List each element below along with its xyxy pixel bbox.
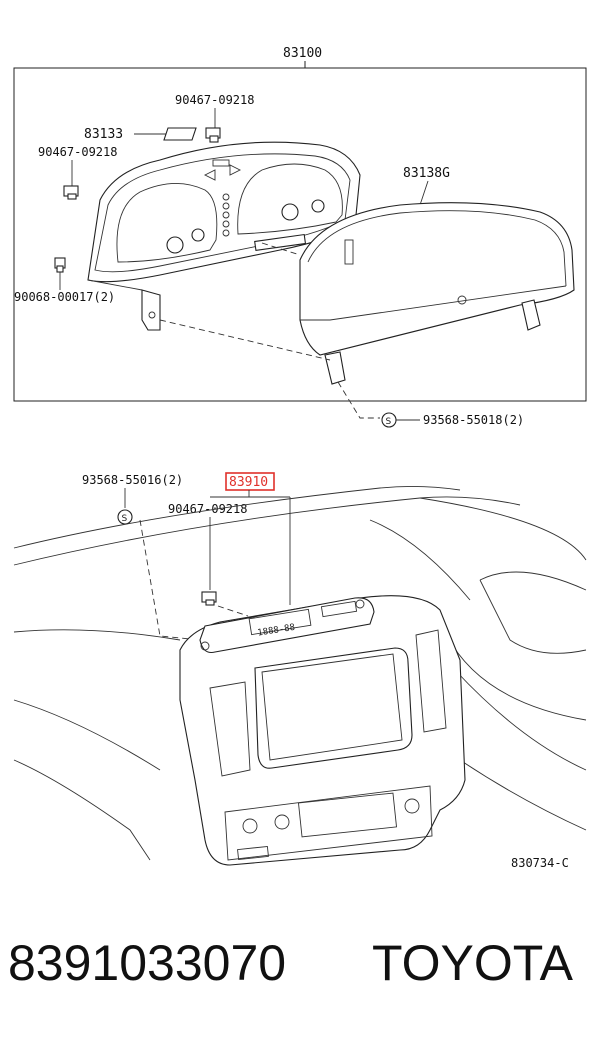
- clock-installation: 93568-55016(2) S 83910 90467-09218: [13, 472, 587, 870]
- center-display: [254, 647, 413, 769]
- assembly-label: 83100: [283, 46, 322, 61]
- clip-left-icon: [63, 185, 79, 200]
- meter-housing: [87, 141, 361, 331]
- brand-caption: TOYOTA: [372, 935, 573, 991]
- clip-icon: [205, 127, 221, 143]
- figure-id: 830734-C: [511, 856, 569, 870]
- lens-tab-bottom: [324, 351, 346, 385]
- center-console: 1888-88: [179, 595, 466, 866]
- part-number-caption: 8391033070: [8, 935, 287, 991]
- label-bolt-left: 90467-09218: [38, 145, 117, 159]
- vent-left: [209, 681, 251, 777]
- clip-bottom-icon: [201, 591, 217, 606]
- label-plate: 83133: [84, 127, 123, 142]
- speedometer-dial: [116, 183, 218, 263]
- label-clock-part: 83910: [229, 475, 268, 490]
- label-lens: 83138G: [403, 166, 450, 181]
- label-clip: 90467-09218: [168, 502, 247, 516]
- label-bolt-upper: 90467-09218: [175, 93, 254, 107]
- tachometer-dial: [237, 163, 343, 235]
- dashboard-outline: [13, 485, 587, 861]
- label-screw-bottom: 93568-55016(2): [82, 473, 183, 487]
- control-panel: [224, 785, 433, 861]
- label-screw-top: 93568-55018(2): [423, 413, 524, 427]
- label-bulb: 90068-00017(2): [14, 290, 115, 304]
- combination-meter-assembly: 83100 90467-09218 83133 90467-09218 9006…: [13, 46, 587, 428]
- assembly-frame: [13, 67, 587, 402]
- meter-lens: [299, 202, 575, 385]
- name-plate-icon: [163, 127, 197, 141]
- lens-tab-right: [521, 299, 541, 331]
- mounting-tab-left: [141, 289, 161, 331]
- bulb-icon: [54, 257, 66, 273]
- vent-right: [415, 629, 447, 733]
- svg-text:S: S: [122, 514, 128, 524]
- clock-unit: [199, 597, 375, 654]
- svg-text:S: S: [386, 417, 392, 427]
- highlighted-part-number: 83910: [225, 472, 275, 491]
- highlight-box: [225, 472, 275, 491]
- screw-icon: S: [381, 412, 397, 428]
- screw-bottom-icon: S: [117, 509, 133, 525]
